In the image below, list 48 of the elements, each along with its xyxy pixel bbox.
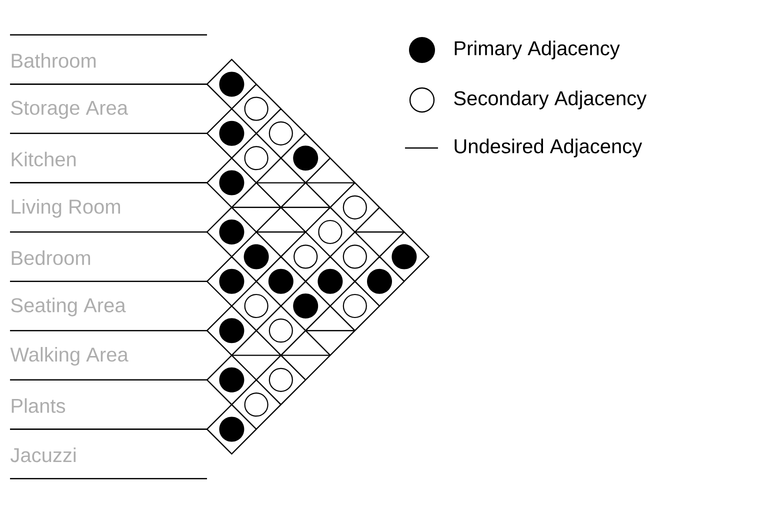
open-circle [268,368,293,392]
room-label: Storage Area [11,100,128,119]
open-circle [268,121,293,146]
filled-circle [219,367,244,392]
room-label: Living Room [12,199,120,218]
filled-circle [293,146,318,171]
room-label: Walking Area [10,346,128,366]
filled-circle [219,170,244,196]
horizontal-line [256,231,306,233]
filled-circle [219,72,244,97]
filled-circle [318,268,343,294]
filled-circle [219,318,244,344]
room-label: Seating Area [11,298,126,316]
open-circle [244,392,268,417]
legend-label: Secondary Adjacency [454,90,647,110]
open-circle [244,294,268,318]
open-circle [342,195,367,220]
open-circle [268,318,293,343]
filled-circle [219,416,244,442]
horizontal-line [256,182,306,184]
filled-circle [392,244,417,270]
horizontal-line [281,354,330,356]
horizontal-line [281,206,330,208]
horizontal-line [232,206,281,208]
open-circle [244,146,268,170]
filled-circle [244,244,269,270]
room-label: Kitchen [12,152,76,166]
open-circle [244,96,268,121]
horizontal-line [232,354,281,356]
legend-label: Undesired Adjacency [454,138,642,158]
open-circle [342,294,367,318]
open-circle [342,244,367,269]
room-label: Plants [12,398,66,413]
horizontal-line [306,330,355,332]
filled-circle [268,268,294,294]
filled-circle [219,268,244,294]
horizontal-line [354,231,404,233]
filled-circle [293,294,318,318]
open-circle [294,244,318,269]
room-label: Bedroom [12,250,90,266]
horizontal-line [306,182,355,184]
open-circle [318,220,342,244]
filled-circle [367,268,392,294]
room-label: Jacuzzi [10,448,76,462]
filled-circle [219,220,244,244]
legend-label: Primary Adjacency [454,40,620,60]
room-label: Bathroom [12,53,96,68]
filled-circle [219,120,244,146]
